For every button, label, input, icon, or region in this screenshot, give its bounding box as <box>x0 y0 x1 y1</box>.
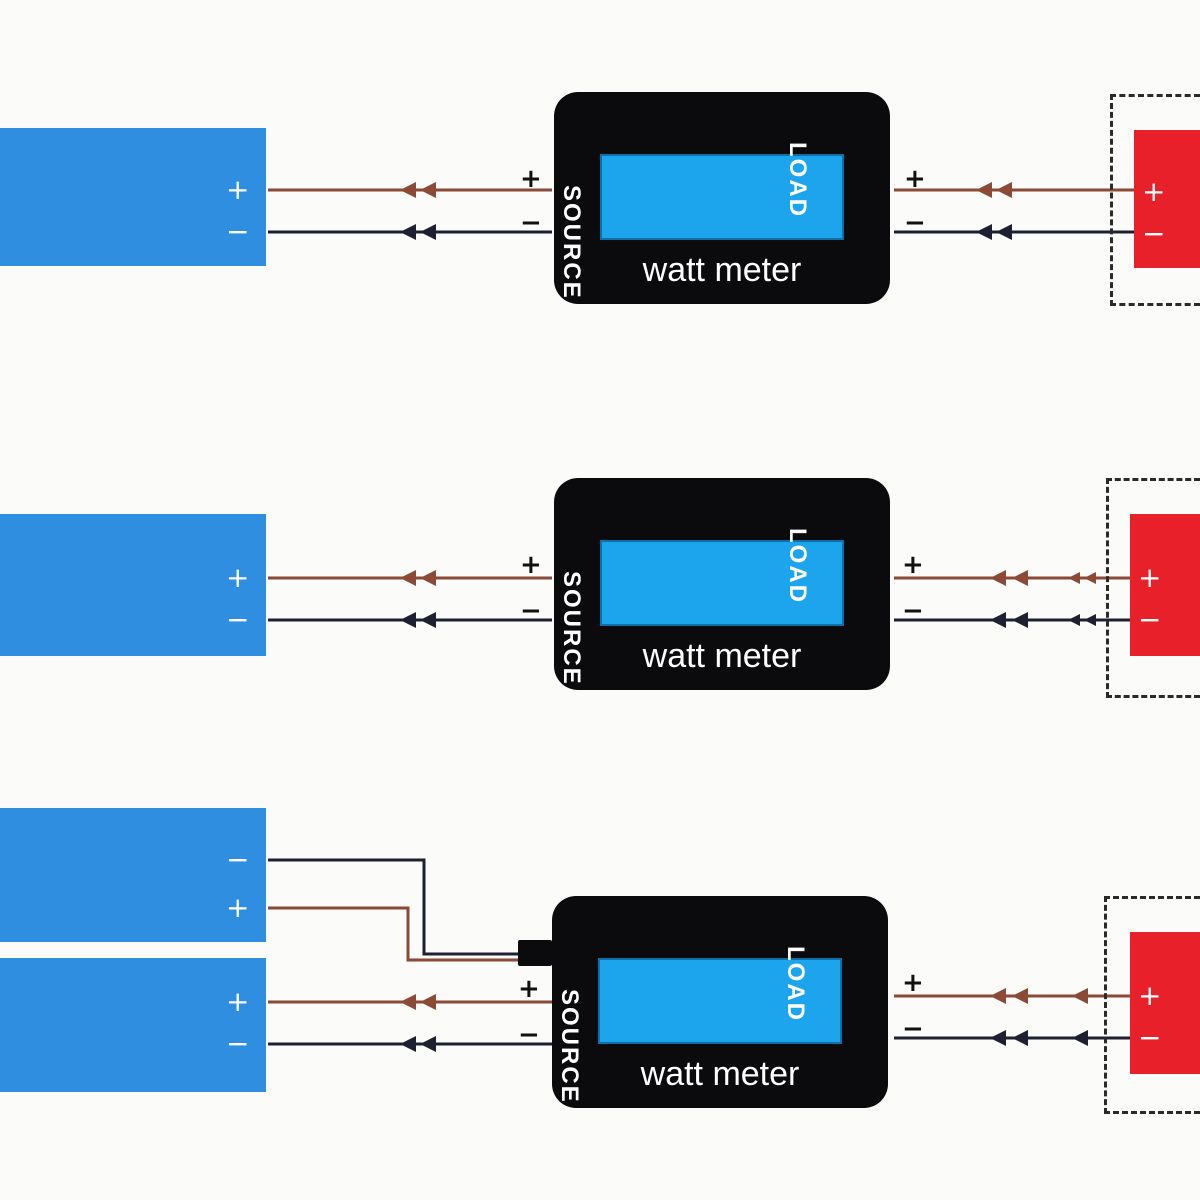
watt-meter: SOURCE LOAD watt meter <box>554 478 890 690</box>
meter-label: watt meter <box>642 637 802 675</box>
battery-plus-terminal: + <box>226 561 250 594</box>
arrow-marks <box>400 988 1088 1052</box>
source-minus-sign: − <box>518 1020 540 1050</box>
meter-label: watt meter <box>640 1055 800 1093</box>
wire-positive-aux <box>268 906 518 962</box>
load-block <box>1130 514 1200 656</box>
battery-plus-terminal: + <box>226 891 250 924</box>
lcd-screen <box>600 154 844 240</box>
load-minus-sign: − <box>902 1014 924 1044</box>
battery-plus-terminal: + <box>226 985 250 1018</box>
load-plus-terminal: + <box>1138 979 1162 1012</box>
load-minus-terminal: − <box>1138 603 1162 636</box>
lcd-screen <box>598 958 842 1044</box>
load-plus-terminal: + <box>1138 561 1162 594</box>
meter-label: watt meter <box>642 251 802 289</box>
load-minus-terminal: − <box>1142 217 1166 250</box>
load-plus-sign: + <box>904 164 926 194</box>
load-enclosure <box>1106 478 1200 698</box>
load-label: LOAD <box>782 946 809 1022</box>
load-plus-sign: + <box>902 968 924 998</box>
watt-meter: SOURCE LOAD watt meter <box>552 896 888 1108</box>
arrow-marks <box>400 570 1096 628</box>
source-plus-sign: + <box>520 550 542 580</box>
wire-negative-aux <box>268 858 518 956</box>
source-plus-sign: + <box>518 974 540 1004</box>
battery-block <box>0 128 266 266</box>
load-enclosure <box>1104 896 1200 1114</box>
load-plus-terminal: + <box>1142 175 1166 208</box>
load-block <box>1130 932 1200 1074</box>
load-minus-sign: − <box>902 596 924 626</box>
battery-minus-terminal: − <box>226 603 250 636</box>
battery-minus-terminal: − <box>226 215 250 248</box>
battery-minus-terminal: − <box>226 1027 250 1060</box>
watt-meter: SOURCE LOAD watt meter <box>554 92 890 304</box>
source-minus-sign: − <box>520 208 542 238</box>
load-label: LOAD <box>784 528 811 604</box>
battery-minus-terminal: − <box>226 843 250 876</box>
battery-block <box>0 514 266 656</box>
load-label: LOAD <box>784 142 811 218</box>
battery-block <box>0 958 266 1092</box>
arrow-marks <box>400 182 1012 240</box>
lcd-screen <box>600 540 844 626</box>
source-minus-sign: − <box>520 596 542 626</box>
load-block <box>1134 130 1200 268</box>
load-minus-sign: − <box>904 208 926 238</box>
battery-plus-terminal: + <box>226 173 250 206</box>
load-plus-sign: + <box>902 550 924 580</box>
aux-connector <box>518 940 552 966</box>
load-enclosure <box>1110 94 1200 306</box>
source-plus-sign: + <box>520 164 542 194</box>
battery-block-aux <box>0 808 266 942</box>
load-minus-terminal: − <box>1138 1021 1162 1054</box>
